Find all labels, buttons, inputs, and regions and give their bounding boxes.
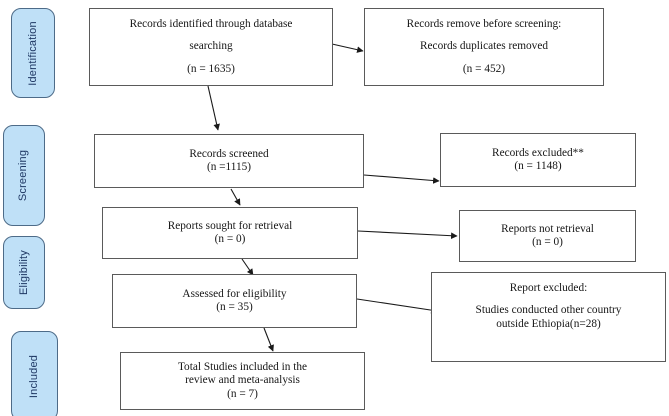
box-report-excluded-line3: outside Ethiopia(n=28) [496, 317, 601, 330]
box-reports-sought-line1: Reports sought for retrieval [167, 219, 293, 232]
stage-tab-screening[interactable]: Screening [3, 125, 45, 226]
box-reports-not-retrieval: Reports not retrieval (n = 0) [459, 210, 636, 262]
box-reports-not-retrieval-line1: Reports not retrieval [501, 222, 594, 235]
box-records-excluded-line2: (n = 1148) [514, 160, 562, 172]
box-assessed-eligibility-line1: Assessed for eligibility [182, 287, 287, 300]
box-records-removed-line2: Records duplicates removed [420, 40, 548, 53]
box-records-removed-line3: (n = 452) [462, 62, 506, 75]
stage-tab-eligibility-label: Eligibility [17, 250, 30, 295]
box-records-removed-line1: Records remove before screening: [406, 18, 562, 30]
box-records-excluded-line1: Records excluded** [492, 146, 584, 159]
stage-tab-eligibility[interactable]: Eligibility [3, 236, 45, 309]
box-records-removed: Records remove before screening: Records… [364, 8, 604, 86]
arrow-sought-to-assessed [241, 258, 254, 276]
box-total-included-line2: review and meta-analysis [185, 374, 300, 387]
box-report-excluded-line2: Studies conducted other country [475, 304, 622, 317]
arrow-screened-to-reports-sought [230, 188, 241, 206]
box-records-identified-line3: (n = 1635) [187, 62, 235, 75]
box-reports-not-retrieval-line2: (n = 0) [532, 236, 563, 248]
arrow-identified-to-removed [331, 43, 364, 53]
box-reports-sought-line2: (n = 0) [214, 233, 246, 245]
arrow-screened-to-excluded [363, 174, 440, 184]
box-records-screened-line1: Records screened [189, 147, 269, 160]
arrow-assessed-to-report-excluded [356, 298, 438, 314]
box-total-included: Total Studies included in the review and… [120, 352, 365, 410]
box-records-identified-line2: searching [189, 40, 233, 53]
box-records-identified: Records identified through database sear… [89, 8, 333, 86]
box-records-screened: Records screened (n =1115) [94, 134, 364, 188]
arrow-sought-to-not-retrieval [357, 230, 458, 239]
box-assessed-eligibility: Assessed for eligibility (n = 35) [112, 274, 357, 328]
box-assessed-eligibility-line2: (n = 35) [216, 301, 253, 313]
box-records-excluded: Records excluded** (n = 1148) [440, 133, 636, 187]
stage-tab-included-label: Included [27, 354, 40, 398]
box-records-identified-line1: Records identified through database [129, 18, 293, 30]
stage-tab-identification-label: Identification [26, 20, 39, 86]
box-total-included-line1: Total Studies included in the [177, 361, 308, 373]
box-report-excluded-line1: Report excluded: [509, 282, 588, 294]
stage-tab-identification[interactable]: Identification [11, 8, 55, 98]
box-total-included-line3: (n = 7) [227, 387, 258, 400]
stage-tab-included[interactable]: Included [11, 331, 58, 416]
arrow-identified-to-screened [207, 85, 220, 131]
arrow-assessed-to-total-included [263, 327, 274, 352]
box-records-screened-line2: (n =1115) [206, 161, 252, 173]
box-reports-sought: Reports sought for retrieval (n = 0) [102, 207, 358, 259]
stage-tab-screening-label: Screening [17, 149, 30, 202]
box-report-excluded: Report excluded: Studies conducted other… [431, 272, 666, 362]
